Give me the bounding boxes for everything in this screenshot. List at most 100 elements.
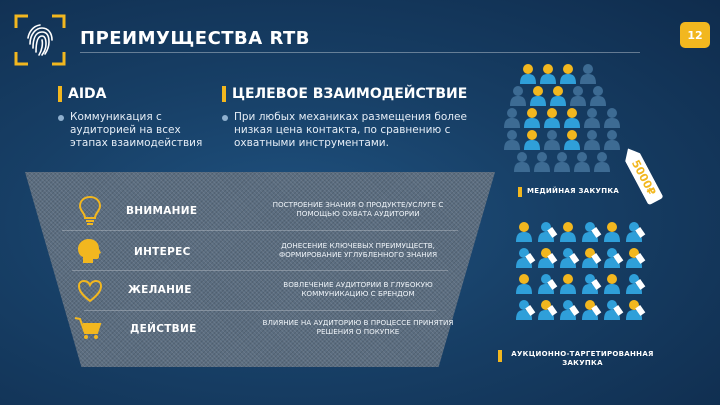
person-icon: [570, 86, 586, 106]
person-icon: [604, 222, 620, 242]
person-icon: [582, 300, 602, 320]
page-number-badge: 12: [680, 22, 710, 48]
stage-description: ПОСТРОЕНИЕ ЗНАНИЯ О ПРОДУКТЕ/УСЛУГЕ С ПО…: [272, 200, 444, 218]
small-price-tag-icon: [547, 279, 558, 290]
person-icon: [574, 152, 590, 172]
media-label: МЕДИЙНАЯ ЗАКУПКА: [518, 187, 619, 197]
page-title: ПРЕИМУЩЕСТВА RTB: [80, 28, 311, 49]
person-icon: [584, 130, 600, 150]
person-icon: [510, 86, 526, 106]
person-icon: [516, 274, 532, 294]
person-icon: [584, 108, 600, 128]
bullet-dot: [58, 115, 64, 121]
person-icon: [604, 248, 624, 268]
small-price-tag-icon: [591, 253, 602, 264]
brain-icon: [75, 237, 101, 263]
person-icon: [604, 130, 620, 150]
small-price-tag-icon: [613, 253, 624, 264]
stage-label: ЖЕЛАНИЕ: [128, 284, 192, 296]
person-icon: [626, 248, 646, 268]
person-icon: [524, 130, 540, 150]
person-icon: [550, 86, 566, 106]
person-icon: [560, 300, 580, 320]
person-icon: [538, 274, 558, 294]
person-icon: [504, 130, 520, 150]
small-price-tag-icon: [635, 227, 646, 238]
small-price-tag-icon: [635, 305, 646, 316]
aida-title: AIDA: [68, 86, 107, 102]
person-icon: [580, 64, 596, 84]
person-icon: [582, 274, 602, 294]
funnel-divider: [72, 270, 448, 271]
aida-heading: AIDA: [58, 86, 107, 102]
small-price-tag-icon: [569, 253, 580, 264]
person-icon: [540, 64, 556, 84]
bullet-dot: [222, 115, 228, 121]
accent-bar: [58, 86, 62, 102]
media-label-text: МЕДИЙНАЯ ЗАКУПКА: [527, 187, 620, 195]
person-icon: [520, 64, 536, 84]
person-icon: [560, 222, 576, 242]
stage-label: ИНТЕРЕС: [134, 246, 191, 258]
person-icon: [626, 222, 646, 242]
small-price-tag-icon: [525, 305, 536, 316]
cart-icon: [73, 315, 102, 341]
person-icon: [560, 274, 576, 294]
small-price-tag-icon: [635, 253, 646, 264]
person-icon: [530, 86, 546, 106]
person-icon: [504, 108, 520, 128]
person-icon: [554, 152, 570, 172]
aida-bullet-text: Коммуникация с аудиторией на всех этапах…: [70, 111, 203, 149]
stage-description: ВЛИЯНИЕ НА АУДИТОРИЮ В ПРОЦЕССЕ ПРИНЯТИЯ…: [262, 318, 454, 336]
title-underline: [80, 52, 640, 53]
targeted-title: ЦЕЛЕВОЕ ВЗАИМОДЕЙСТВИЕ: [232, 86, 468, 102]
small-price-tag-icon: [547, 253, 558, 264]
funnel-divider: [62, 230, 458, 231]
person-icon: [604, 274, 620, 294]
small-price-tag-icon: [591, 305, 602, 316]
person-icon: [538, 300, 558, 320]
person-icon: [582, 222, 602, 242]
auction-label: АУКЦИОННО-ТАРГЕТИРОВАННАЯ ЗАКУПКА: [498, 350, 658, 368]
accent-bar: [498, 350, 502, 362]
small-price-tag-icon: [635, 279, 646, 290]
person-icon: [604, 108, 620, 128]
person-icon: [524, 108, 540, 128]
person-icon: [514, 152, 530, 172]
small-price-tag-icon: [591, 279, 602, 290]
aida-funnel: [25, 172, 495, 367]
small-price-tag-icon: [569, 305, 580, 316]
fingerprint-logo-icon: [14, 14, 66, 66]
auction-crowd: [516, 222, 646, 320]
person-icon: [516, 248, 536, 268]
targeted-heading: ЦЕЛЕВОЕ ВЗАИМОДЕЙСТВИЕ: [222, 86, 467, 102]
person-icon: [560, 64, 576, 84]
person-icon: [590, 86, 606, 106]
person-icon: [538, 222, 558, 242]
stage-description: ДОНЕСЕНИЕ КЛЮЧЕВЫХ ПРЕИМУЩЕСТВ, ФОРМИРОВ…: [278, 241, 438, 259]
small-price-tag-icon: [591, 227, 602, 238]
person-icon: [626, 300, 646, 320]
small-price-tag-icon: [547, 227, 558, 238]
small-price-tag-icon: [547, 305, 558, 316]
person-icon: [564, 108, 580, 128]
person-icon: [604, 300, 624, 320]
person-icon: [538, 248, 558, 268]
person-icon: [516, 300, 536, 320]
person-icon: [564, 130, 580, 150]
person-icon: [534, 152, 550, 172]
person-icon: [626, 274, 646, 294]
aida-bullet: Коммуникация с аудиторией на всех этапах…: [58, 111, 218, 150]
media-crowd: [504, 64, 620, 172]
lightbulb-icon: [77, 195, 103, 225]
person-icon: [594, 152, 610, 172]
person-icon: [516, 222, 532, 242]
stage-label: ДЕЙСТВИЕ: [130, 323, 197, 335]
accent-bar: [518, 187, 522, 197]
person-icon: [560, 248, 580, 268]
accent-bar: [222, 86, 226, 102]
person-icon: [544, 130, 560, 150]
stage-label: ВНИМАНИЕ: [126, 205, 198, 217]
targeted-bullet: При любых механиках размещения более низ…: [222, 111, 482, 150]
funnel-divider: [84, 310, 436, 311]
